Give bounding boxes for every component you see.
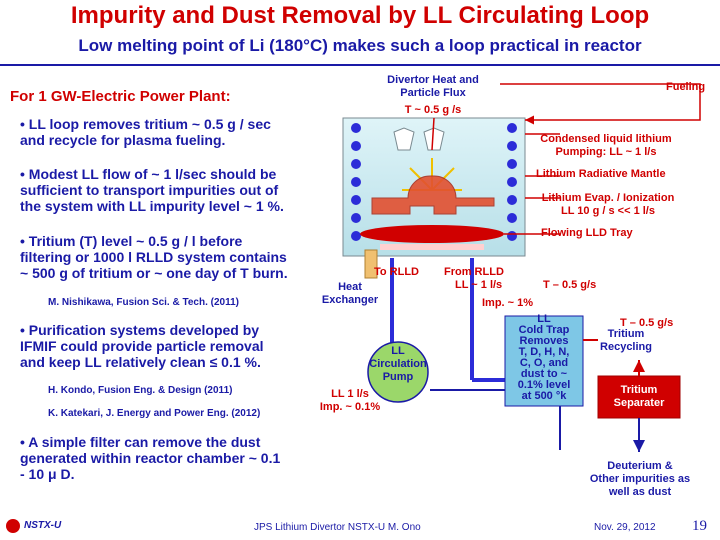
fueling-label: Fueling [666,81,706,93]
cold-trap-label: LL Cold Trap Removes T, D, H, N, C, O, a… [517,313,571,402]
heat-exchanger-block [364,249,378,279]
deuterium-label: Deuterium & Other impurities as well as … [589,460,691,498]
footer-date: Nov. 29, 2012 [594,522,656,533]
page-number: 19 [692,518,707,534]
from-rlld-flow: LL ~ 1 l/s [455,279,503,291]
ref-nishikawa: M. Nishikawa, Fusion Sci. & Tech. (2011) [48,297,239,308]
page-title: Impurity and Dust Removal by LL Circulat… [70,2,650,29]
radiative-mantle-label: Lithium Radiative Mantle [536,168,666,180]
heat-exchanger-label: Heat Exchanger [321,281,379,306]
tritium-separater-box [597,375,681,419]
divertor-arrows [371,175,495,215]
pump-flow-label: LL 1 l/s Imp. ~ 0.1% [319,388,381,413]
lithium-mantle-dots [351,123,517,241]
divertor-label: Divertor Heat and Particle Flux [387,74,479,99]
bullet-flow: • Modest LL flow of ~ 1 l/sec should be … [20,166,284,214]
plant-heading: For 1 GW-Electric Power Plant: [10,88,231,105]
condensed-lithium-label: Condensed liquid lithium Pumping: LL ~ 1… [540,133,672,158]
tritium-recycling-label: Tritium Recycling [600,328,652,353]
recycle-tritium-rate: T – 0.5 g/s [620,317,674,329]
title-divider [0,64,720,66]
from-rlld-tritium: T – 0.5 g/s [543,279,597,291]
flowing-lld-tray [360,225,504,243]
ref-kondo: H. Kondo, Fusion Eng. & Design (2011) [48,385,233,396]
ref-katekari: K. Katekari, J. Energy and Power Eng. (2… [48,408,261,419]
tritium-separater-label: Tritium Separater [613,384,665,409]
bullet-ifmif: • Purification systems developed by IFMI… [20,322,264,370]
footer-logo-text: NSTX-U [24,520,62,531]
to-rlld-label: To RLLD [374,266,420,278]
bullet-loop: • LL loop removes tritium ~ 0.5 g / sec … [20,116,271,148]
flowing-tray-label: Flowing LLD Tray [541,227,633,239]
circulation-pump [367,341,429,403]
footer-center: JPS Lithium Divertor NSTX-U M. Ono [254,522,421,533]
bullet-filter: • A simple filter can remove the dust ge… [20,434,281,482]
pump-label: LL Circulation Pump [369,345,427,383]
cold-trap-box [504,315,584,407]
from-rlld-label: From RLLD [444,266,504,278]
from-rlld-impurity: Imp. ~ 1% [482,297,534,309]
page-subtitle: Low melting point of Li (180°C) makes su… [78,36,642,55]
bullet-tritium: • Tritium (T) level ~ 0.5 g / l before f… [20,233,288,281]
divertor-tritium-label: T ~ 0.5 g /s [404,104,462,116]
nstx-logo-icon [6,519,20,533]
lithium-evap-label: Lithium Evap. / Ionization LL 10 g / s <… [541,192,675,217]
